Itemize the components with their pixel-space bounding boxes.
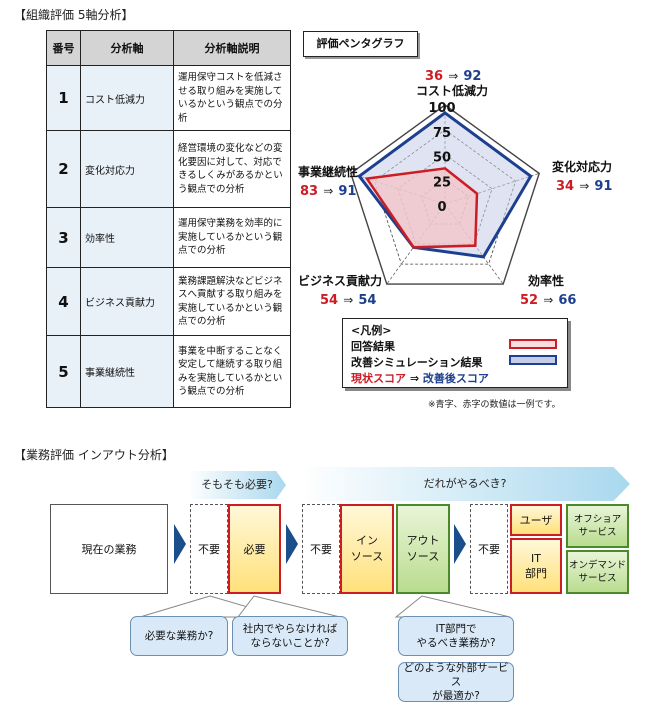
header-axis: 分析軸 xyxy=(80,30,174,66)
header-desc: 分析軸説明 xyxy=(173,30,291,66)
legend-score-key: 現状スコア ⇒ 改善後スコア xyxy=(351,370,489,386)
axes-table: 番号 分析軸 分析軸説明 1 コスト低減力 運用保守コストを低減させる取り組みを… xyxy=(46,30,291,408)
improved-score: 66 xyxy=(558,293,577,308)
arrow-glyph: ⇒ xyxy=(343,293,354,307)
table-header-row: 番号 分析軸 分析軸説明 xyxy=(46,30,291,66)
question-bubble-1: 必要な業務か? xyxy=(130,616,228,656)
user-box: ユーザ xyxy=(510,504,562,536)
axis-name-business: ビジネス貢献力 xyxy=(298,274,383,288)
current-score: 52 xyxy=(520,293,539,308)
table-row: 5 事業継続性 事業を中断することなく安定して継続する取り組みを実施しているかと… xyxy=(46,335,291,408)
radar-scale-label: 100 xyxy=(428,101,455,116)
row-axis-name: コスト低減力 xyxy=(80,65,174,131)
section-title-work: 【業務評価 インアウト分析】 xyxy=(14,448,174,462)
current-score: 34 xyxy=(556,179,575,194)
table-row: 3 効率性 運用保守業務を効率的に実施しているかという観点での分析 xyxy=(46,207,291,268)
row-num: 4 xyxy=(46,267,81,336)
row-axis-name: 事業継続性 xyxy=(80,335,174,408)
legend-current-label: 現状スコア xyxy=(351,372,406,385)
row-axis-name: 効率性 xyxy=(80,207,174,268)
radar-scale-label: 50 xyxy=(433,151,451,166)
section-title-org: 【組織評価 5軸分析】 xyxy=(14,8,134,22)
legend-box: <凡例> 回答結果 改善シミュレーション結果 現状スコア ⇒ 改善後スコア xyxy=(342,318,568,388)
row-axis-name: 変化対応力 xyxy=(80,130,174,208)
axis-name-efficiency: 効率性 xyxy=(528,274,565,288)
radar-scale-label: 0 xyxy=(437,200,446,215)
legend-item-improved: 改善シミュレーション結果 xyxy=(351,356,483,369)
current-score: 36 xyxy=(425,69,444,84)
legend-item-current: 回答結果 xyxy=(351,340,395,353)
legend-improved-label: 改善後スコア xyxy=(422,372,489,385)
radar-series-current xyxy=(364,167,479,249)
current-score: 83 xyxy=(300,184,319,199)
offshore-box: オフショア サービス xyxy=(566,504,629,548)
improved-score: 92 xyxy=(463,69,482,84)
arrow-glyph: ⇒ xyxy=(543,293,554,307)
axis-label-continuity: 83 ⇒ 91 xyxy=(300,180,356,199)
note-text: ※青字、赤字の数値は一例です。 xyxy=(428,400,561,410)
band-necessity: そもそも必要? xyxy=(188,471,286,499)
row-desc: 経営環境の変化などの変化要因に対して、対応できるしくみがあるかという観点での分析 xyxy=(173,130,291,208)
radar-scale-label: 75 xyxy=(433,126,451,141)
needed-box: 必要 xyxy=(228,504,281,594)
radar-title: 評価ペンタグラフ xyxy=(303,31,418,57)
row-axis-name: ビジネス貢献力 xyxy=(80,267,174,336)
chevron-arrow-icon xyxy=(174,524,186,564)
chevron-arrow-icon xyxy=(286,524,298,564)
axis-label-change: 34 ⇒ 91 xyxy=(556,175,612,194)
band-who: だれがやるべき? xyxy=(300,467,630,501)
question-bubble-3: IT部門で やるべき業務か? xyxy=(398,616,514,656)
it-dept-box: IT 部門 xyxy=(510,538,562,594)
table-row: 1 コスト低減力 運用保守コストを低減させる取り組みを実施しているかという観点で… xyxy=(46,65,291,131)
arrow-glyph: ⇒ xyxy=(323,184,334,198)
row-desc: 運用保守業務を効率的に実施しているかという観点での分析 xyxy=(173,207,291,268)
row-num: 1 xyxy=(46,65,81,131)
row-num: 5 xyxy=(46,335,81,408)
axis-label-efficiency: 52 ⇒ 66 xyxy=(520,289,576,308)
arrow-glyph: ⇒ xyxy=(448,69,459,83)
row-desc: 事業を中断することなく安定して継続する取り組みを実施しているかという観点での分析 xyxy=(173,335,291,408)
improved-score: 91 xyxy=(338,184,357,199)
row-desc: 運用保守コストを低減させる取り組みを実施しているかという観点での分析 xyxy=(173,65,291,131)
legend-swatch-current xyxy=(509,339,557,349)
arrow-glyph: ⇒ xyxy=(409,372,420,385)
axis-label-business: 54 ⇒ 54 xyxy=(320,289,376,308)
question-bubble-2: 社内でやらなければ ならないことか? xyxy=(232,616,348,656)
insource-box: イン ソース xyxy=(340,504,394,594)
arrow-glyph: ⇒ xyxy=(579,179,590,193)
outsource-box: アウト ソース xyxy=(396,504,450,594)
axis-name-cost: コスト低減力 xyxy=(416,84,489,98)
axis-name-continuity: 事業継続性 xyxy=(298,165,359,179)
row-num: 3 xyxy=(46,207,81,268)
unneeded-box-2: 不要 xyxy=(302,504,340,594)
radar-chart: 100 75 50 25 0 xyxy=(349,101,541,285)
unneeded-box-3: 不要 xyxy=(470,504,508,594)
axis-name-change: 変化対応力 xyxy=(552,160,613,174)
radar-grid-ring xyxy=(349,104,541,285)
current-work-box: 現在の業務 xyxy=(50,504,168,594)
ondemand-box: オンデマンド サービス xyxy=(566,550,629,594)
improved-score: 54 xyxy=(358,293,377,308)
radar-scale-label: 25 xyxy=(433,175,451,190)
axis-label-cost: 36 ⇒ 92 xyxy=(425,65,481,84)
chevron-arrow-icon xyxy=(454,524,466,564)
legend-title: <凡例> xyxy=(351,324,392,337)
legend-swatch-improved xyxy=(509,355,557,365)
unneeded-box-1: 不要 xyxy=(190,504,228,594)
row-num: 2 xyxy=(46,130,81,208)
table-row: 2 変化対応力 経営環境の変化などの変化要因に対して、対応できるしくみがあるかと… xyxy=(46,130,291,208)
current-score: 54 xyxy=(320,293,339,308)
improved-score: 91 xyxy=(594,179,613,194)
question-bubble-4: どのような外部サービス が最適か? xyxy=(398,662,514,702)
